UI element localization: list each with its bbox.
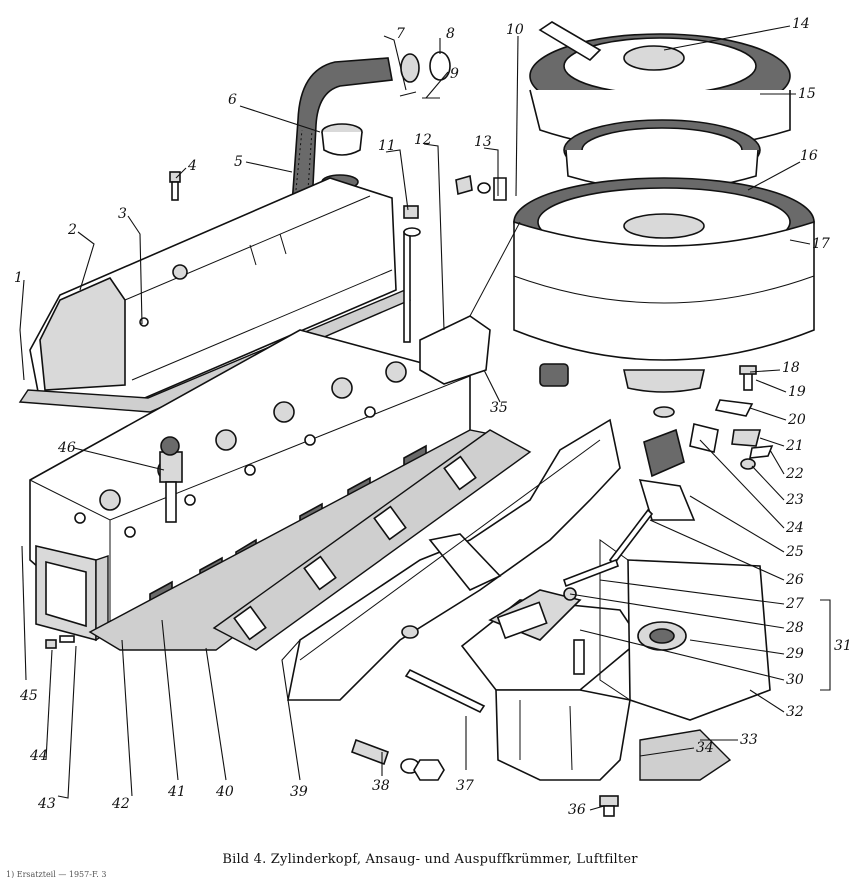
intake-manifold [287, 418, 621, 701]
callout-36: 36 [568, 802, 586, 818]
callout-33: 33 [740, 732, 758, 748]
callout-20: 20 [787, 412, 806, 428]
figure-footnote: 1) Ersatzteil — 1957-F. 3 [6, 870, 107, 878]
callout-11: 11 [378, 138, 396, 154]
callout-41: 41 [167, 784, 186, 800]
front-bolt [45, 635, 75, 649]
callout-16: 16 [800, 148, 818, 164]
short-stud [350, 738, 445, 781]
front-plate [35, 544, 109, 642]
long-stud [404, 668, 486, 714]
figure-caption: Bild 4. Zylinderkopf, Ansaug- und Auspuf… [222, 852, 638, 867]
callout-32: 32 [786, 704, 804, 720]
callout-44: 44 [29, 748, 48, 764]
callout-8: 8 [446, 26, 455, 42]
throttle-linkage [562, 428, 696, 601]
callout-45: 45 [19, 688, 38, 704]
callout-13: 13 [474, 134, 492, 150]
injector-assembly [159, 436, 183, 523]
callout-35: 35 [490, 400, 508, 416]
leader-lines [19, 25, 831, 811]
flange-gasket [639, 729, 732, 781]
callout-10: 10 [506, 22, 524, 38]
callout-29: 29 [785, 646, 804, 662]
callout-5: 5 [234, 154, 243, 170]
air-filter [513, 21, 815, 418]
intake-pipe [419, 174, 521, 385]
callout-46: 46 [57, 440, 76, 456]
manifold-gasket [212, 429, 532, 651]
callout-34: 34 [696, 740, 714, 756]
callout-6: 6 [228, 92, 237, 108]
stud-bolt [169, 171, 181, 201]
callout-42: 42 [111, 796, 130, 812]
callout-43: 43 [37, 796, 56, 812]
callout-37: 37 [456, 778, 474, 794]
callout-30: 30 [786, 672, 804, 688]
callout-40: 40 [215, 784, 234, 800]
callout-25: 25 [785, 544, 804, 560]
callout-31: 31 [834, 638, 852, 654]
callout-28: 28 [785, 620, 804, 636]
exhaust-manifold [460, 589, 642, 781]
callout-21: 21 [785, 438, 804, 454]
bracket-parts [689, 365, 774, 470]
cover-studs [403, 205, 421, 343]
manifold-housing [573, 539, 771, 721]
callout-4: 4 [187, 158, 197, 174]
callout-23: 23 [785, 492, 804, 508]
callout-27: 27 [785, 596, 804, 612]
callout-9: 9 [450, 66, 459, 82]
drain-bolt [599, 795, 619, 817]
hose-clamp [399, 51, 451, 99]
oil-filler-cap [321, 123, 363, 156]
callout-22: 22 [785, 466, 804, 482]
callout-7: 7 [396, 26, 405, 42]
callout-26: 26 [785, 572, 804, 588]
callout-39: 39 [290, 784, 308, 800]
callout-labels: 1 2 3 4 5 6 7 8 9 10 11 12 13 14 15 16 1… [14, 16, 852, 818]
callout-17: 17 [812, 236, 830, 252]
callout-15: 15 [798, 86, 816, 102]
callout-18: 18 [782, 360, 800, 376]
callout-24: 24 [785, 520, 804, 536]
callout-2: 2 [67, 222, 77, 238]
callout-14: 14 [792, 16, 810, 32]
callout-19: 19 [788, 384, 806, 400]
callout-12: 12 [414, 132, 432, 148]
callout-3: 3 [118, 206, 127, 222]
callout-38: 38 [372, 778, 390, 794]
callout-1: 1 [14, 270, 23, 286]
